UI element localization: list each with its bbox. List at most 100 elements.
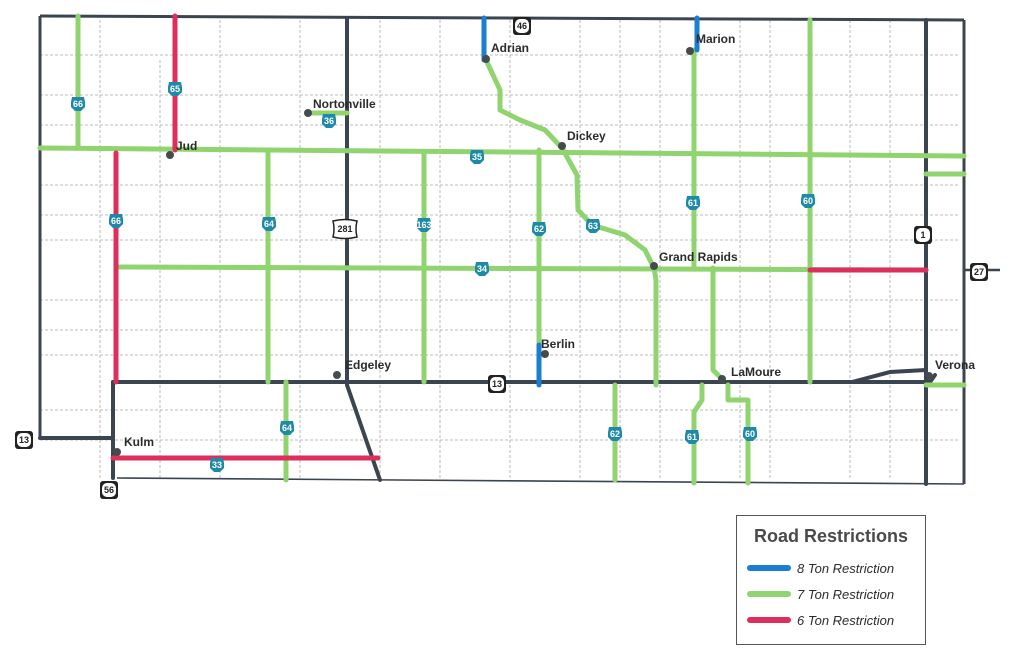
town-verona: Verona bbox=[925, 358, 975, 380]
town-marker-icon bbox=[925, 372, 933, 380]
town-label: Edgeley bbox=[345, 358, 391, 372]
legend-title: Road Restrictions bbox=[753, 526, 909, 546]
shield-number: 62 bbox=[610, 429, 620, 439]
state-highway-shield-icon: 27 bbox=[970, 263, 988, 281]
legend-item-6-ton: 6 Ton Restriction bbox=[747, 610, 894, 630]
shield-number: 64 bbox=[282, 423, 292, 433]
county-road-shield-icon: 61 bbox=[685, 430, 699, 444]
legend-swatch-red bbox=[747, 617, 791, 623]
shield-number: 13 bbox=[492, 379, 502, 389]
legend: Road Restrictions 8 Ton Restriction 7 To… bbox=[736, 515, 926, 645]
county-road-shield-icon: 62 bbox=[608, 427, 622, 441]
town-label: Marion bbox=[696, 32, 735, 46]
shield-number: 61 bbox=[688, 198, 698, 208]
shield-number: 62 bbox=[534, 224, 544, 234]
shield-number: 36 bbox=[324, 116, 334, 126]
state-highway-shield-icon: 46 bbox=[513, 17, 531, 35]
shield-number: 281 bbox=[337, 224, 352, 234]
legend-label: 7 Ton Restriction bbox=[797, 586, 895, 602]
county-road-shield-icon: 65 bbox=[168, 82, 182, 96]
shield-number: 27 bbox=[974, 267, 984, 277]
county-road-shield-icon: 36 bbox=[322, 114, 336, 128]
shield-number: 163 bbox=[416, 220, 431, 230]
town-dickey: Dickey bbox=[558, 129, 606, 150]
legend-label: 6 Ton Restriction bbox=[797, 612, 895, 628]
state-highway-shield-icon: 13 bbox=[488, 375, 506, 393]
state-highway-shield-icon: 1 bbox=[914, 226, 932, 244]
shield-number: 64 bbox=[264, 219, 274, 229]
shield-number: 35 bbox=[472, 152, 482, 162]
town-marker-icon bbox=[650, 262, 658, 270]
town-marker-icon bbox=[558, 142, 566, 150]
section-lines bbox=[40, 20, 960, 480]
town-marker-icon bbox=[304, 109, 312, 117]
shield-number: 60 bbox=[745, 429, 755, 439]
state-highway-shield-icon: 56 bbox=[100, 481, 118, 499]
town-marker-icon bbox=[541, 350, 549, 358]
shield-number: 1 bbox=[920, 230, 925, 240]
shield-number: 56 bbox=[104, 485, 114, 495]
town-marker-icon bbox=[482, 55, 490, 63]
county-road-shield-icon: 60 bbox=[743, 427, 757, 441]
town-marker-icon bbox=[718, 375, 726, 383]
legend-swatch-blue bbox=[747, 565, 791, 571]
town-edgeley: Edgeley bbox=[333, 358, 391, 379]
shields-layer: 66 65 36 35 66 64 163 62 63 61 60 34 64 62 61 60 33 46 1 27… bbox=[15, 17, 988, 499]
town-nortonville: Nortonville bbox=[304, 97, 376, 117]
legend-label: 8 Ton Restriction bbox=[797, 560, 895, 576]
nd-13 bbox=[111, 373, 937, 384]
county-road-shield-icon: 64 bbox=[280, 421, 294, 435]
town-kulm: Kulm bbox=[113, 435, 154, 456]
town-lamoure: LaMoure bbox=[718, 365, 781, 383]
shield-number: 46 bbox=[517, 21, 527, 31]
county-road-shield-icon: 61 bbox=[686, 196, 700, 210]
shield-number: 66 bbox=[73, 99, 83, 109]
town-marker-icon bbox=[113, 448, 121, 456]
legend-item-8-ton: 8 Ton Restriction bbox=[747, 558, 894, 578]
shield-number: 13 bbox=[19, 435, 29, 445]
town-jud: Jud bbox=[166, 139, 197, 159]
restriction-6-ton bbox=[110, 13, 929, 461]
county-road-shield-icon: 163 bbox=[416, 218, 432, 232]
town-marker-icon bbox=[166, 151, 174, 159]
county-road-shield-icon: 33 bbox=[210, 458, 224, 472]
county-road-shield-icon: 64 bbox=[262, 217, 276, 231]
shield-number: 66 bbox=[111, 216, 121, 226]
town-label: Kulm bbox=[124, 435, 154, 449]
town-label: Nortonville bbox=[313, 97, 376, 111]
county-road-shield-icon: 35 bbox=[470, 150, 484, 164]
town-berlin: Berlin bbox=[541, 337, 575, 358]
town-label: LaMoure bbox=[731, 365, 781, 379]
town-marker-icon bbox=[686, 47, 694, 55]
county-border bbox=[38, 14, 1000, 485]
town-label: Dickey bbox=[567, 129, 606, 143]
town-label: Adrian bbox=[491, 41, 529, 55]
county-road-shield-icon: 63 bbox=[586, 219, 600, 233]
legend-item-7-ton: 7 Ton Restriction bbox=[747, 584, 894, 604]
us-281 bbox=[345, 16, 382, 482]
state-highway-shield-icon: 13 bbox=[15, 431, 33, 449]
shield-number: 65 bbox=[170, 84, 180, 94]
town-label: Verona bbox=[935, 358, 975, 372]
town-grand-rapids: Grand Rapids bbox=[650, 250, 738, 270]
shield-number: 63 bbox=[588, 221, 598, 231]
highways bbox=[38, 16, 937, 486]
us-highway-shield-icon: 281 bbox=[332, 218, 358, 240]
shield-number: 61 bbox=[687, 432, 697, 442]
town-adrian: Adrian bbox=[482, 41, 529, 63]
county-road-shield-icon: 62 bbox=[532, 222, 546, 236]
town-label: Berlin bbox=[541, 337, 575, 351]
town-marion: Marion bbox=[686, 32, 735, 55]
nd-13-verona bbox=[850, 368, 928, 384]
county-road-shield-icon: 60 bbox=[801, 194, 815, 208]
shield-number: 60 bbox=[803, 196, 813, 206]
legend-swatch-green bbox=[747, 591, 791, 597]
town-label: Jud bbox=[176, 139, 197, 153]
shield-number: 34 bbox=[477, 264, 487, 274]
restriction-8-ton bbox=[481, 15, 700, 388]
shield-number: 33 bbox=[212, 460, 222, 470]
county-road-shield-icon: 66 bbox=[109, 214, 123, 228]
town-marker-icon bbox=[333, 371, 341, 379]
